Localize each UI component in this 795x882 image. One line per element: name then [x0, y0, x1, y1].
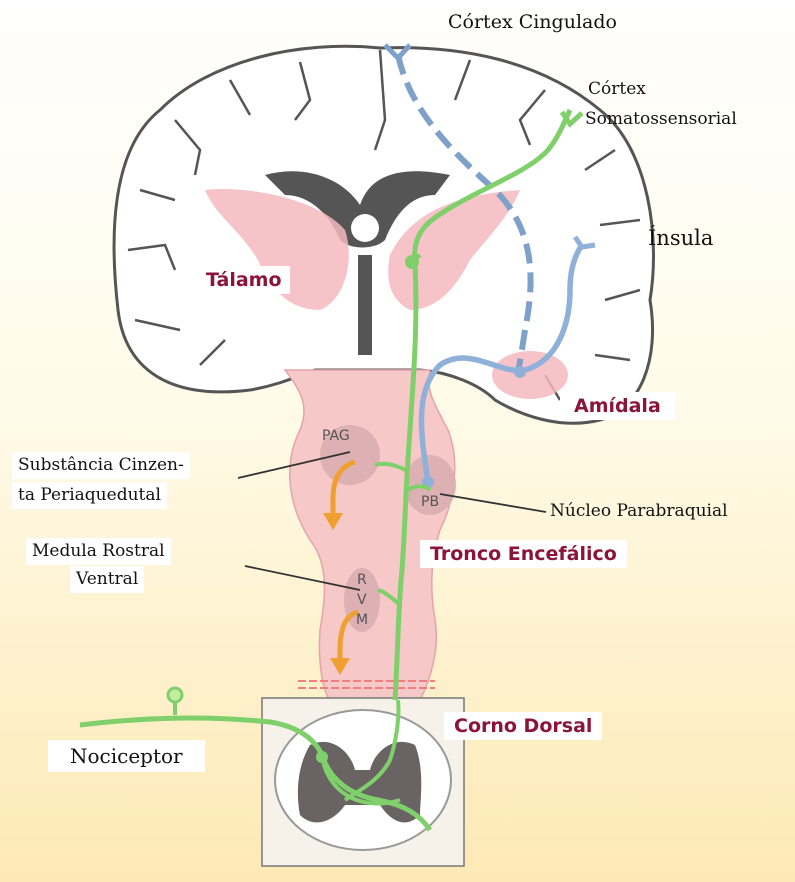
label-talamo: Tálamo — [198, 266, 290, 294]
label-tronco: Tronco Encefálico — [420, 540, 627, 568]
label-somatossensorial: Somatossensorial — [585, 108, 737, 131]
amygdala-region — [492, 351, 568, 399]
pag-tag: PAG — [322, 428, 350, 444]
septum — [351, 214, 379, 242]
label-medula-2: Ventral — [70, 566, 144, 593]
label-nociceptor: Nociceptor — [48, 740, 205, 772]
label-nucleo-parabraquial: Núcleo Parabraquial — [550, 500, 728, 523]
label-substancia-2: ta Periaquedutal — [12, 482, 167, 509]
rvm-tag-m: M — [356, 612, 368, 628]
label-cortex-cingulado: Córtex Cingulado — [448, 10, 617, 34]
label-medula-1: Medula Rostral — [26, 538, 171, 565]
third-ventricle — [358, 255, 372, 355]
rvm-tag-r: R — [357, 572, 367, 588]
label-substancia-1: Substância Cinzen- — [12, 452, 190, 479]
pb-tag: PB — [421, 494, 439, 510]
label-amidala: Amídala — [560, 392, 675, 420]
rvm-tag-v: V — [357, 592, 367, 608]
amygdala-node — [514, 366, 526, 378]
label-cortex: Córtex — [588, 78, 646, 101]
label-corno: Corno Dorsal — [444, 712, 602, 740]
nociceptor-ending — [168, 688, 182, 702]
label-insula: Ínsula — [648, 226, 713, 250]
